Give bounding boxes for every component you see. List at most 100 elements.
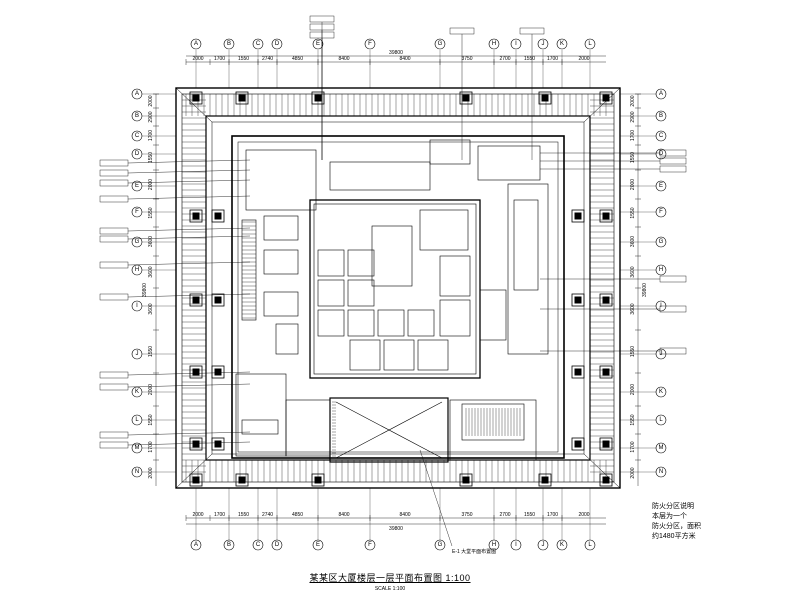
column-fill	[602, 368, 610, 376]
grid-axis-bottom-item: C	[252, 539, 264, 551]
grid-bubble	[312, 539, 324, 551]
grid-bubble	[131, 180, 143, 192]
column-fill	[541, 94, 549, 102]
grid-bubble	[510, 38, 522, 50]
dim-label-left: 3600	[148, 236, 154, 247]
grid-bubble-label: A	[135, 91, 139, 97]
grid-bubble	[312, 38, 324, 50]
grid-bubble-label: D	[659, 151, 664, 157]
dim-label-right: 1550	[630, 346, 636, 357]
leader-line	[127, 195, 251, 200]
column-fill	[192, 212, 200, 220]
dimension-labels: 2000200017001700155015502740274048504850…	[142, 50, 648, 532]
grid-axis-top-item: E	[312, 38, 324, 50]
column	[189, 91, 203, 105]
grid-axis-bottom-item: L	[584, 539, 596, 551]
grid-bubble	[190, 539, 202, 551]
dim-label-right: 1550	[630, 152, 636, 163]
dim-label-left: 1700	[148, 130, 154, 141]
grid-axis-right-item: F	[655, 206, 667, 218]
leader-line	[127, 431, 251, 436]
column	[211, 437, 225, 451]
column-fill	[192, 368, 200, 376]
column	[459, 91, 473, 105]
column-fill	[192, 94, 200, 102]
dim-label-left: 1550	[148, 152, 154, 163]
grid-bubble-label: I	[136, 303, 138, 309]
grid-bubble	[131, 300, 143, 312]
grid-bubble	[655, 466, 667, 478]
grid-bubble-label: B	[135, 113, 139, 119]
exterior-walls	[175, 87, 621, 489]
column	[189, 437, 203, 451]
grid-bubble-label: B	[227, 41, 231, 47]
dim-label-left: 2000	[148, 467, 154, 478]
grid-axis-top-item: H	[488, 38, 500, 50]
dim-label-left: 1550	[148, 414, 154, 425]
dim-label-top: 3750	[461, 56, 472, 62]
leader-line	[127, 371, 251, 376]
column	[211, 365, 225, 379]
grid-axis-top-item: L	[584, 38, 596, 50]
grid-bubble-label: F	[135, 209, 139, 215]
dim-label-right: 1700	[630, 441, 636, 452]
grid-axis-right-item: E	[655, 180, 667, 192]
dim-label-left: 2900	[148, 111, 154, 122]
grid-bubble-label: C	[256, 542, 261, 548]
grid-bubble-label: H	[659, 267, 663, 273]
leader-tag-box	[99, 371, 129, 379]
column-fill	[574, 368, 582, 376]
column	[599, 473, 613, 487]
grid-bubble-label: H	[492, 41, 496, 47]
column	[599, 293, 613, 307]
grid-axis-right-item: A	[655, 88, 667, 100]
dim-label-top: 1550	[238, 56, 249, 62]
grid-bubble	[655, 130, 667, 142]
grid-axis-left-item: G	[131, 236, 143, 248]
column-fill	[574, 296, 582, 304]
grid-axis-left-item: C	[131, 130, 143, 142]
grid-bubble-label: G	[438, 542, 443, 548]
dim-label-left: 3600	[148, 266, 154, 277]
dim-label-right: 2000	[630, 179, 636, 190]
drawing-title-block: 某某区大厦楼层一层平面布置图 1:100 SCALE 1:100	[290, 571, 490, 592]
dim-total-bottom: 39800	[389, 526, 403, 532]
grid-bubble	[655, 110, 667, 122]
grid-bubble-label: D	[135, 151, 140, 157]
column-fill	[574, 212, 582, 220]
grid-bubble	[364, 539, 376, 551]
leader-line	[127, 235, 251, 240]
dim-label-right: 3600	[630, 236, 636, 247]
leader-line	[127, 441, 251, 446]
grid-bubble	[223, 539, 235, 551]
grid-bubble	[131, 236, 143, 248]
dim-total-right: 39800	[642, 283, 648, 297]
grid-axis-left-item: N	[131, 466, 143, 478]
grid-axis-top-item: B	[223, 38, 235, 50]
leader-tag-box	[449, 27, 475, 35]
leader-tag-box	[309, 15, 335, 23]
column	[189, 293, 203, 307]
grid-bubble-label: E	[135, 183, 139, 189]
grid-bubble	[537, 539, 549, 551]
drawing-title: 某某区大厦楼层一层平面布置图 1:100	[309, 573, 471, 583]
dim-label-right: 2000	[630, 467, 636, 478]
grid-axis-top-item: G	[434, 38, 446, 50]
column-fill	[462, 476, 470, 484]
column	[599, 91, 613, 105]
leader-line	[127, 261, 251, 266]
column	[235, 473, 249, 487]
leader-tag-box	[99, 179, 129, 187]
dim-label-bottom: 2700	[499, 512, 510, 518]
grid-axis-right-item: K	[655, 386, 667, 398]
grid-bubble	[655, 236, 667, 248]
dim-label-bottom: 2740	[262, 512, 273, 518]
leader-tag-box	[99, 195, 129, 203]
column	[599, 209, 613, 223]
grid-bubble	[584, 539, 596, 551]
stair-hatching	[242, 221, 521, 457]
grid-bubble-label: N	[135, 469, 139, 475]
